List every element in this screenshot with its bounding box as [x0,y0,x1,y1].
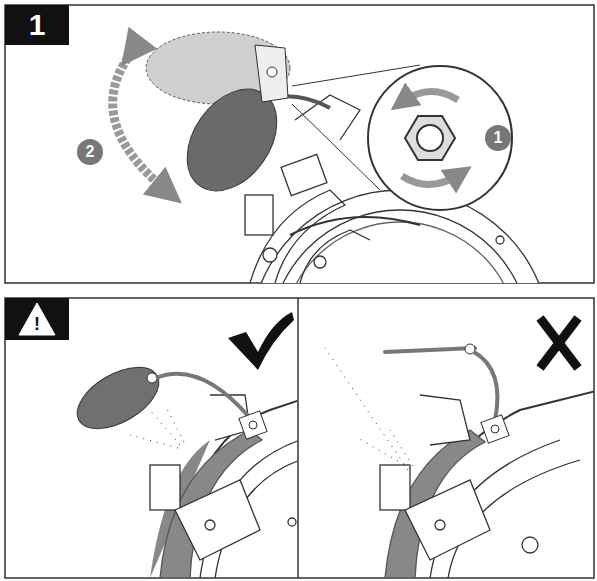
flap-bracket [255,45,288,102]
flap-hinge [465,344,475,354]
saw-illustration [150,395,297,578]
deflector-flap-open [146,32,290,104]
panel-divider [297,298,299,578]
callout-number: 2 [77,139,103,165]
rotate-arrow [402,174,460,185]
leader-line [292,104,380,190]
warning-triangle-shape [19,303,55,335]
rotate-arrow [402,91,458,102]
flap-arm [156,374,250,418]
clamp-screw [491,425,499,433]
deflector-flap [67,355,169,442]
flap-hinge [147,373,157,383]
callout-number: 1 [485,125,511,151]
flap-arm [474,352,497,420]
detail-circle [368,66,512,210]
clamp-screw [249,421,257,429]
warning-symbol-text: ! [34,306,40,333]
step-number: 1 [5,5,69,45]
nut-hole [417,125,443,151]
callout-number-text: 1 [494,130,503,146]
arm-clamp [481,415,509,443]
cross-mark [540,318,578,368]
swing-arrow [113,52,168,192]
step-box [5,5,69,45]
callout-number-text: 2 [86,144,95,160]
check-mark [228,312,294,370]
saw-illustration [380,390,594,578]
deflector-flap-edge [385,348,475,352]
warning-symbol: ! [18,302,56,336]
step-number-text: 1 [29,10,46,40]
warning-box [5,298,69,340]
debris-path [325,348,413,470]
bracket-screw [267,67,277,77]
panel-frame [5,298,594,578]
debris-path [130,405,184,448]
hex-nut [405,116,455,160]
arm-clamp [239,411,267,439]
